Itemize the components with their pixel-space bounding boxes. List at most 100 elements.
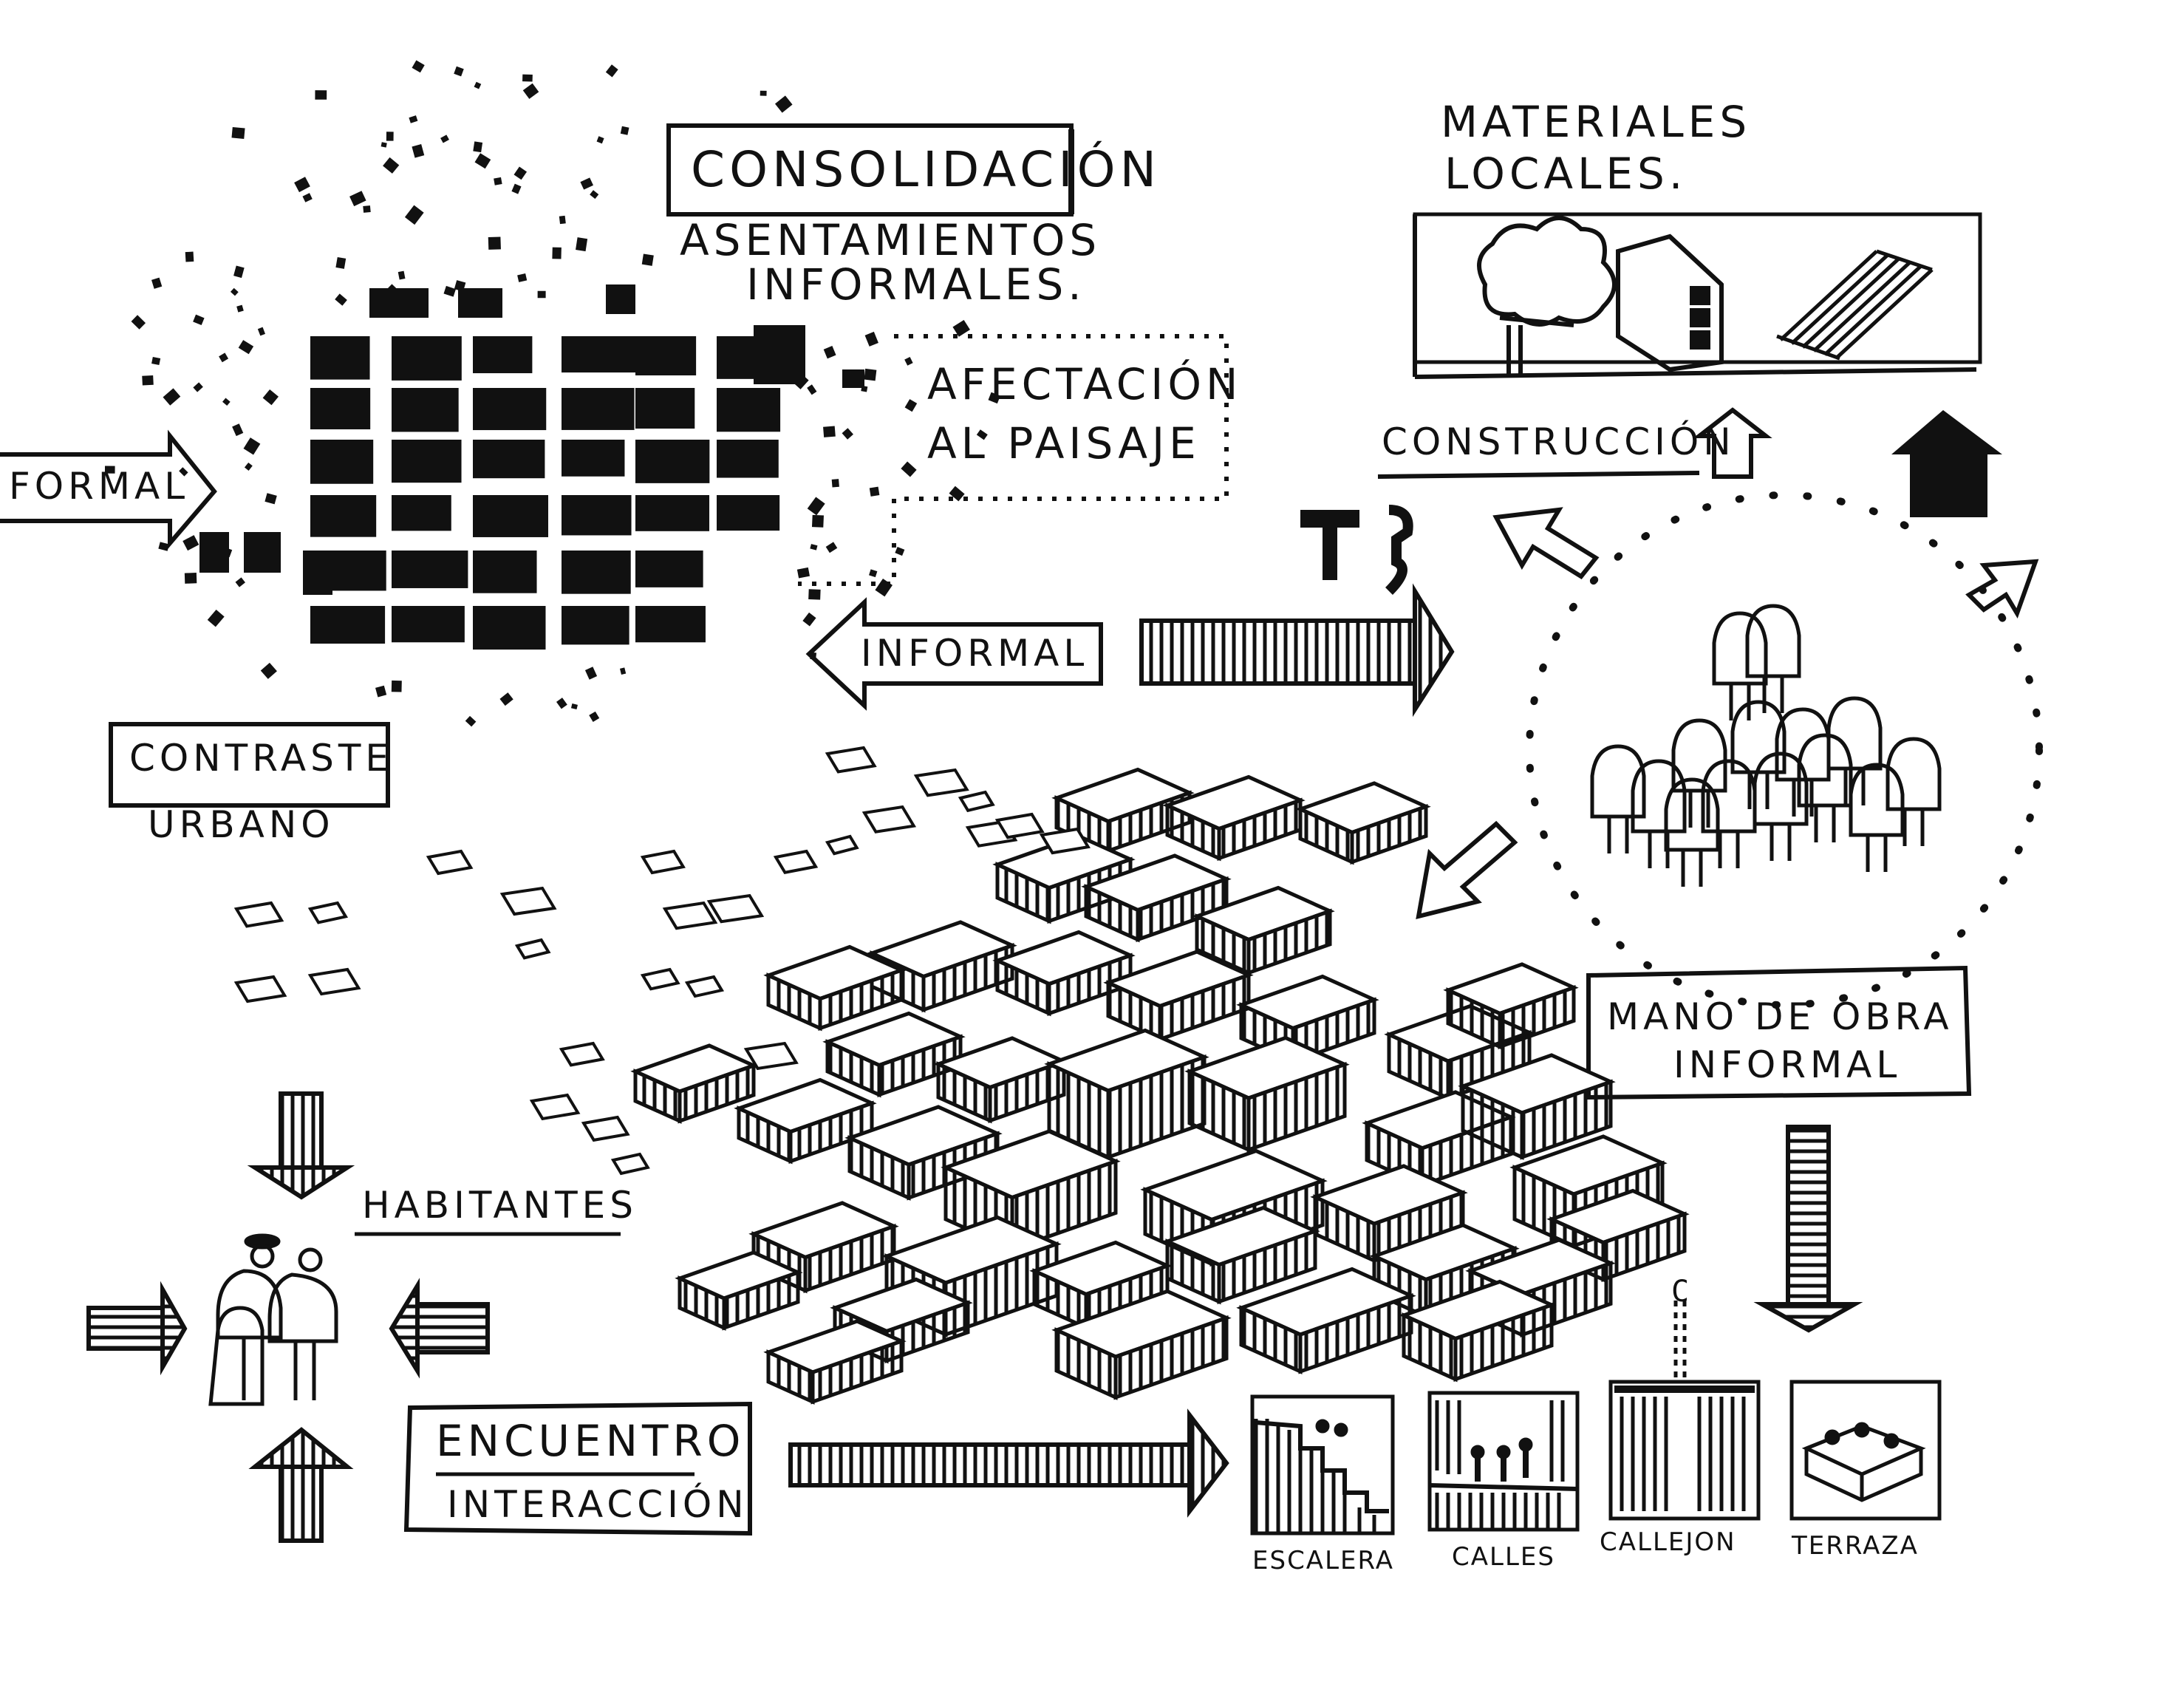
person-body — [1747, 606, 1799, 676]
house — [1167, 777, 1300, 859]
formal-block — [244, 532, 281, 573]
settlement-mark — [151, 357, 160, 365]
settlement-mark — [895, 547, 904, 556]
settlement-mark — [517, 273, 527, 282]
habitantes-label: HABITANTES — [362, 1186, 638, 1225]
roof-mark — [687, 977, 722, 996]
asentamientos-label-line2: INFORMALES. — [746, 262, 1086, 307]
formal-block — [392, 495, 451, 531]
settlement-mark — [802, 613, 816, 627]
roof-mark — [776, 851, 816, 873]
formal-block — [392, 388, 459, 432]
formal-block — [473, 551, 537, 593]
settlement-mark — [864, 369, 876, 381]
formal-block — [473, 495, 548, 537]
formal-block — [310, 440, 373, 484]
materiales-label-line2: LOCALES. — [1444, 151, 1687, 197]
settlement-mark — [236, 305, 244, 313]
formal-block — [717, 495, 779, 531]
afectacion-label-line1: AFECTACIÓN — [927, 362, 1242, 407]
settlement-mark — [383, 157, 399, 174]
settlement-mark — [474, 82, 482, 89]
hatched-arrow-down-left — [255, 1094, 347, 1197]
settlement-mark — [454, 67, 464, 77]
formal-block — [310, 388, 370, 429]
settlement-mark — [236, 577, 245, 587]
formal-block — [310, 336, 370, 380]
settlement-mark — [571, 703, 578, 709]
person-body — [1703, 761, 1755, 831]
settlement-mark — [810, 544, 817, 551]
roof-mark — [310, 903, 346, 922]
person-icon — [1592, 746, 1644, 853]
house — [680, 1253, 798, 1328]
formal-block — [635, 440, 709, 483]
interaccion-label: INTERACCIÓN — [447, 1485, 748, 1524]
calles-label: CALLES — [1452, 1544, 1555, 1571]
settlement-mark — [511, 184, 521, 194]
settlement-mark — [233, 265, 245, 278]
formal-block — [392, 551, 468, 588]
settlement-mark — [522, 75, 533, 82]
roof-mark — [310, 969, 358, 994]
settlement-mark — [556, 698, 567, 709]
person-body — [1633, 761, 1685, 831]
roof-mark — [502, 888, 554, 914]
settlement-mark — [775, 95, 793, 112]
diag-arrow-bottom-left — [1419, 824, 1515, 916]
settlement-mark — [261, 663, 277, 679]
settlement-mark — [523, 84, 539, 99]
person-icon — [1703, 761, 1755, 868]
settlement-mark — [245, 463, 253, 471]
settlement-mark — [412, 144, 424, 158]
formal-block — [754, 325, 805, 384]
person-body — [1714, 613, 1766, 684]
settlement-mark — [405, 205, 424, 225]
construccion-label: CONSTRUCCIÓN — [1382, 423, 1736, 462]
callejon-vignette — [1611, 1301, 1758, 1519]
settlement-mark — [440, 134, 449, 143]
settlement-mark — [585, 667, 597, 679]
person-icon — [1829, 698, 1880, 805]
settlement-mark — [905, 399, 918, 412]
wrench-icon — [1389, 510, 1408, 591]
settlement-mark — [151, 278, 162, 289]
settlement-mark — [606, 64, 618, 77]
roof-mark — [916, 770, 967, 795]
settlement-mark — [185, 252, 194, 262]
settlement-mark — [901, 461, 916, 477]
consolidacion-label: CONSOLIDACIÓN — [691, 144, 1161, 195]
formal-block — [562, 336, 638, 372]
section-cut-mark: C — [1671, 1275, 1689, 1309]
settlement-mark — [597, 136, 604, 143]
formal-block — [562, 388, 635, 430]
settlement-mark — [875, 579, 893, 596]
formal-block — [562, 606, 629, 644]
settlement-mark — [842, 428, 853, 440]
brick-icon — [1618, 236, 1721, 369]
settlement-mark — [302, 193, 312, 202]
settlement-mark — [538, 291, 546, 299]
hatched-arrow-right-left — [89, 1289, 185, 1367]
roof-mark — [236, 977, 284, 1001]
settlement-mark — [231, 127, 245, 139]
settlement-mark — [132, 315, 146, 329]
settlement-mark — [620, 667, 626, 675]
formal-block — [635, 606, 706, 642]
settlement-mark — [444, 286, 457, 297]
hammer-icon — [1300, 510, 1359, 580]
roof-mark — [665, 903, 715, 928]
callejon-label: CALLEJON — [1600, 1530, 1736, 1556]
roof-mark — [517, 940, 548, 958]
afectacion-label-line2: AL PAISAJE — [927, 421, 1201, 466]
settlement-mark — [232, 423, 243, 436]
settlement-mark — [475, 153, 491, 168]
settlement-mark — [499, 692, 513, 706]
settlement-mark — [142, 375, 154, 386]
hatched-arrow-up-left — [255, 1430, 347, 1541]
formal-block — [562, 551, 631, 594]
corrugated-sheet-icon — [1777, 251, 1932, 358]
settlement-mark — [823, 426, 836, 437]
asentamientos-label-line1: ASENTAMIENTOS — [680, 218, 1101, 263]
formal-block — [562, 495, 632, 535]
